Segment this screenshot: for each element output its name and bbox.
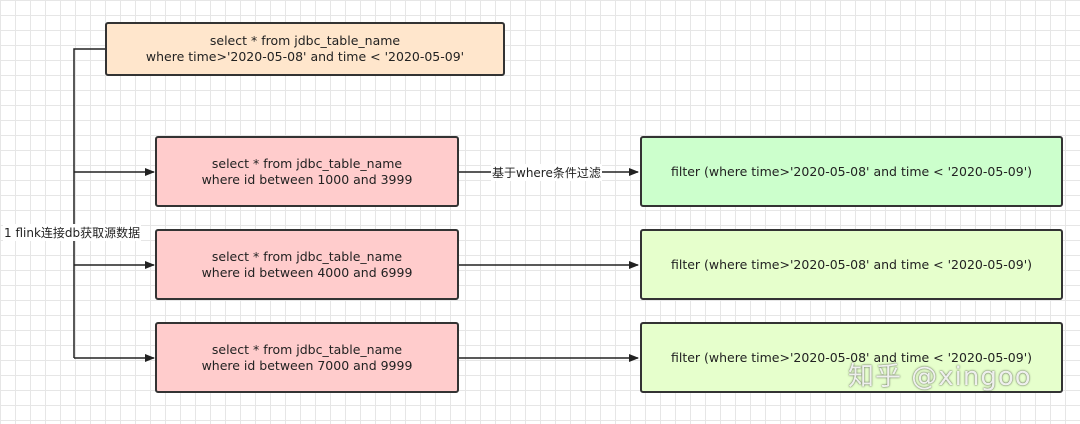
split-query-node-3[interactable]: select * from jdbc_table_name where id b… xyxy=(155,322,459,393)
split-query-1-line1: select * from jdbc_table_name xyxy=(211,155,403,171)
connect-edge-label: 1 flink连接db获取源数据 xyxy=(3,224,142,241)
filter-edge-label: 基于where条件过滤 xyxy=(491,164,602,181)
filter-3-text: filter (where time>'2020-05-08' and time… xyxy=(670,349,1033,365)
watermark: 知乎 @xingoo xyxy=(848,362,1032,392)
split-query-node-2[interactable]: select * from jdbc_table_name where id b… xyxy=(155,229,459,300)
split-query-node-1[interactable]: select * from jdbc_table_name where id b… xyxy=(155,136,459,207)
split-query-2-line2: where id between 4000 and 6999 xyxy=(201,264,413,280)
trunk-connector xyxy=(73,48,106,358)
split-query-2-line1: select * from jdbc_table_name xyxy=(211,248,403,264)
split-query-3-line1: select * from jdbc_table_name xyxy=(211,341,403,357)
split-query-3-line2: where id between 7000 and 9999 xyxy=(201,357,413,373)
filter-node-2[interactable]: filter (where time>'2020-05-08' and time… xyxy=(640,229,1063,300)
filter-node-1[interactable]: filter (where time>'2020-05-08' and time… xyxy=(640,136,1063,207)
source-query-line1: select * from jdbc_table_name xyxy=(209,33,401,48)
split-query-1-line2: where id between 1000 and 3999 xyxy=(201,171,413,187)
source-query-line2: where time>'2020-05-08' and time < '2020… xyxy=(145,49,465,64)
filter-node-3[interactable]: filter (where time>'2020-05-08' and time… xyxy=(640,322,1063,393)
source-query-node[interactable]: select * from jdbc_table_name where time… xyxy=(105,22,505,76)
filter-2-text: filter (where time>'2020-05-08' and time… xyxy=(670,256,1033,272)
filter-1-text: filter (where time>'2020-05-08' and time… xyxy=(670,163,1033,179)
